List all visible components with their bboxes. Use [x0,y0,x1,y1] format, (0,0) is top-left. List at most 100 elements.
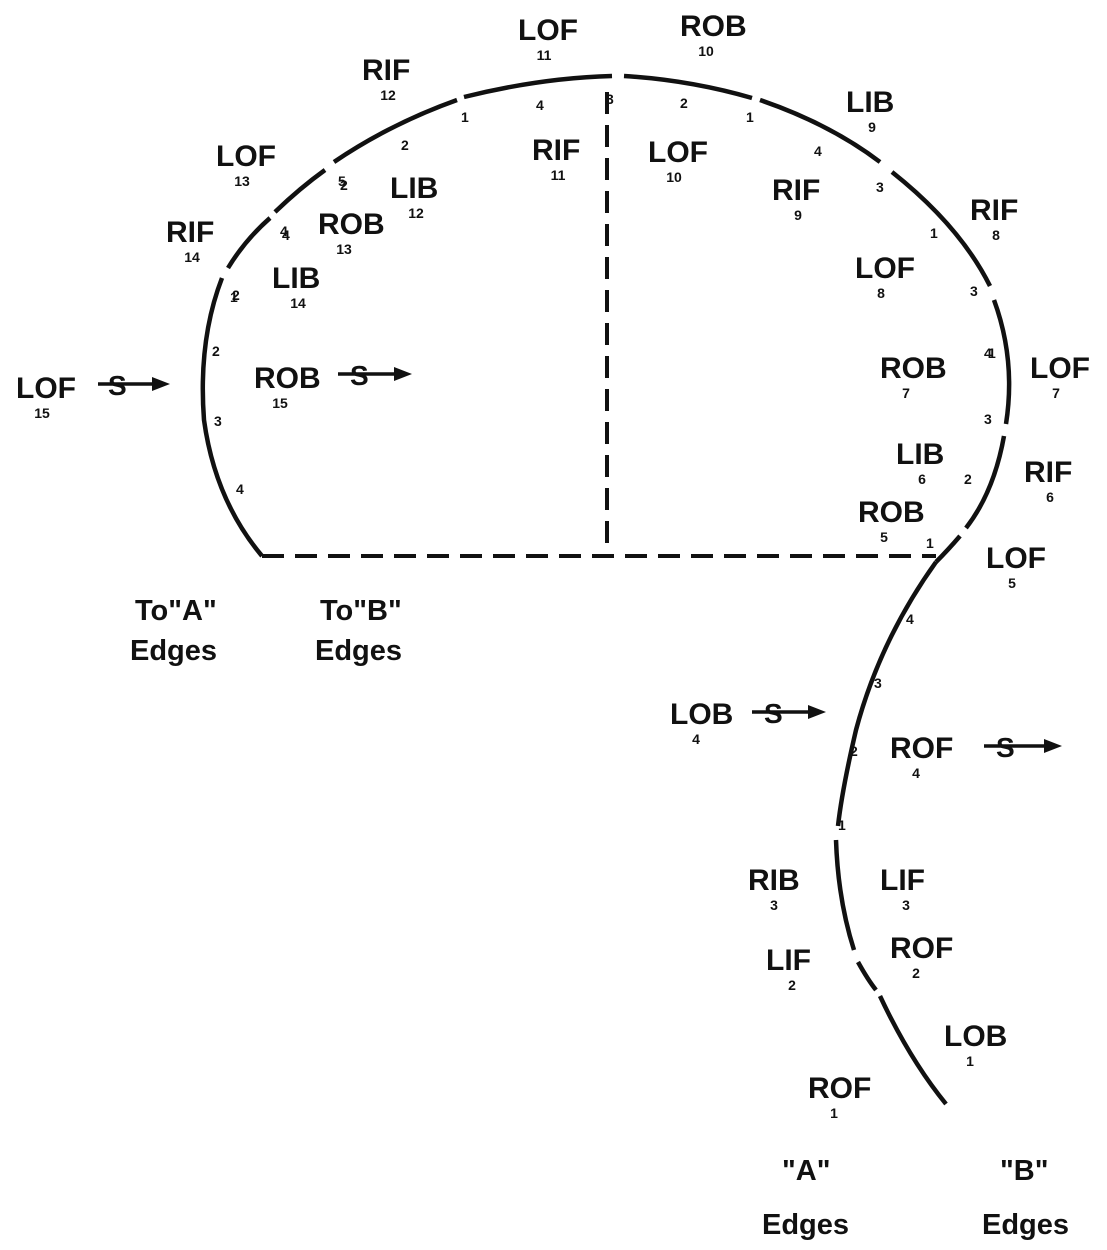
tick-number: 1 [230,289,238,305]
curve-segment-top-10 [623,73,753,101]
caption-b-line2: Edges [982,1209,1069,1241]
curve-segment-right-5 [934,534,962,564]
tick-number: 4 [984,345,992,361]
edge-code: RIF [1024,456,1072,489]
edge-number: 10 [698,43,714,59]
edge-code: LIB [272,262,320,295]
edge-number: 14 [290,295,306,311]
tick-number: 3 [984,411,992,427]
edge-number: 7 [1052,385,1060,401]
edge-number: 14 [184,249,200,265]
tick-number: 4 [814,143,822,159]
tick-number: 2 [232,287,240,303]
caption-b-line1: "B" [1000,1155,1048,1187]
caption-to-a-line1: To"A" [135,595,217,627]
s-marker-lob4: S [764,698,783,729]
edge-code: ROB [858,496,925,529]
loop-curve [200,73,1012,564]
s-marker-lof15: S [108,370,127,401]
edge-code: ROF [890,932,953,965]
edge-code: ROB [680,10,747,43]
edge-code: LIB [390,172,438,205]
edge-code: RIF [970,194,1018,227]
captions: To"A" Edges To"B" Edges "A" Edges "B" Ed… [130,595,1069,1241]
edge-code: LIF [880,864,925,897]
curve-segment-right-7 [991,299,1012,425]
edge-number: 11 [551,167,566,183]
tick-number: 1 [926,535,934,551]
edge-code: LOF [986,542,1046,575]
edge-code: LOB [944,1020,1007,1053]
curve-segment-right-8 [890,170,993,288]
edge-code: LIB [896,438,944,471]
edge-number: 2 [912,965,920,981]
caption-a-line2: Edges [762,1209,849,1241]
curve-segment-top-11 [463,73,613,100]
edge-number: 13 [336,241,352,257]
start-arrows: S S S S [98,360,1062,763]
tail-segment-1 [877,995,948,1106]
s-marker-rob15: S [350,360,369,391]
tick-number: 2 [680,95,688,111]
arrow-rof4-head [1044,739,1062,753]
tick-number: 3 [970,283,978,299]
edge-code: RIF [166,216,214,249]
edge-code: LIB [846,86,894,119]
edge-code: LOF [216,140,276,173]
tail-segment-4 [835,560,938,827]
tick-number: 3 [874,675,882,691]
tick-number: 2 [850,743,858,759]
tail-segment-3 [833,839,857,951]
edge-code: LOF [1030,352,1090,385]
tick-number: 1 [838,817,846,833]
edge-number: 3 [770,897,778,913]
caption-a-line1: "A" [782,1155,830,1187]
tick-number: 4 [280,223,288,239]
tick-number: 4 [236,481,244,497]
edge-code: LOF [16,372,76,405]
edge-number: 1 [830,1105,838,1121]
tick-number: 1 [746,109,754,125]
tick-number: 1 [988,345,996,361]
tick-number: 1 [930,225,938,241]
arrow-lof15-head [152,377,170,391]
tick-number: 4 [536,97,544,113]
curve-segment-left-14 [226,216,272,270]
curve-segment-left-13 [273,168,327,214]
curve-segment-right-9 [759,97,882,164]
edge-code: RIF [532,134,580,167]
edge-number: 6 [918,471,926,487]
edge-number: 8 [992,227,1000,243]
edge-code: RIF [772,174,820,207]
tick-number: 2 [340,177,348,193]
edge-code: ROB [318,208,385,241]
tick-number: 2 [964,471,972,487]
edge-code: LOF [855,252,915,285]
edge-number: 8 [877,285,885,301]
edge-number: 15 [34,405,50,421]
edge-number: 9 [794,207,802,223]
